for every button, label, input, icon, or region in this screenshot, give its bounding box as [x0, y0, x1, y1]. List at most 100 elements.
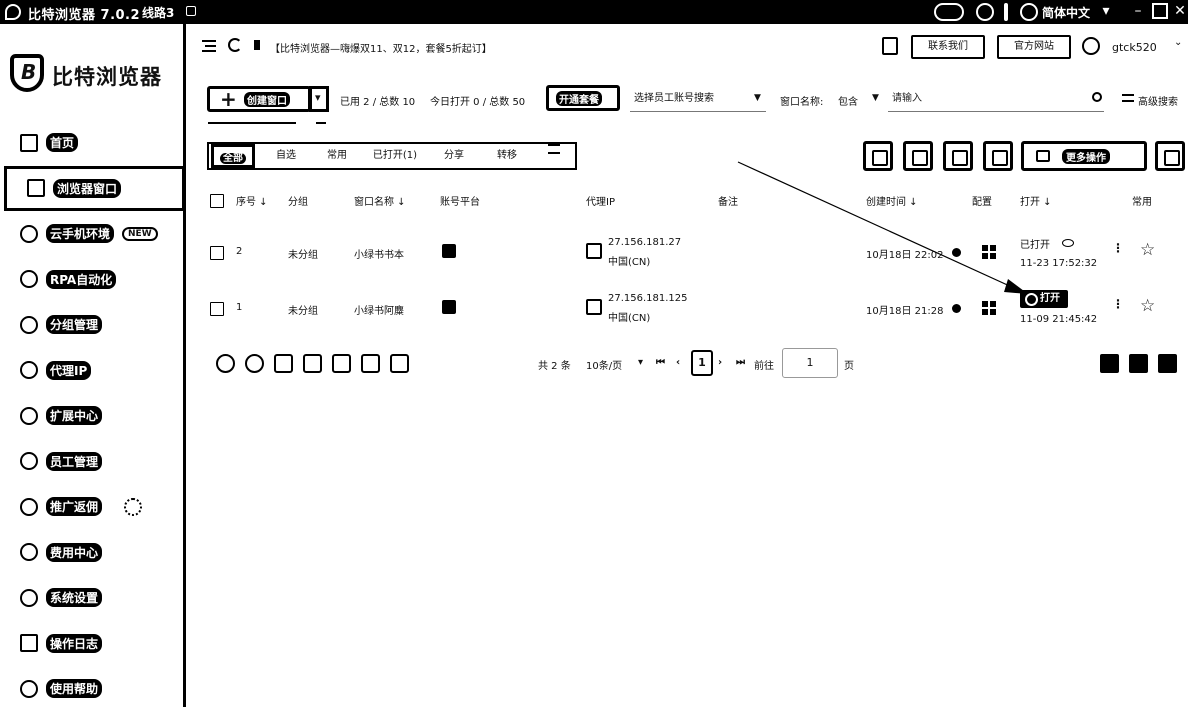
page-size-caret-icon[interactable]: ▾: [638, 357, 644, 368]
employee-search-select[interactable]: 选择员工账号搜索: [630, 86, 766, 112]
refresh-icon[interactable]: [228, 38, 242, 52]
divider: [208, 122, 296, 124]
arrange-windows-icon[interactable]: [943, 141, 973, 171]
select-all-checkbox[interactable]: [210, 194, 224, 208]
language-dropdown-icon[interactable]: ▾: [1102, 3, 1110, 19]
col-open[interactable]: 打开 ↓: [1020, 197, 1052, 208]
batch-open-icon[interactable]: [216, 354, 235, 373]
clipboard-icon[interactable]: [882, 37, 898, 55]
platform-link-icon[interactable]: [442, 244, 456, 258]
sidebar-item-promotion[interactable]: 推广返佣: [0, 484, 183, 530]
col-window-name[interactable]: 窗口名称 ↓: [354, 197, 406, 208]
more-operations-label: 更多操作: [1062, 149, 1110, 164]
username[interactable]: gtck520: [1112, 41, 1157, 54]
eye-icon[interactable]: [1062, 239, 1074, 247]
sidebar-item-staff[interactable]: 员工管理: [0, 439, 183, 485]
proxy-icon: [20, 361, 38, 380]
sidebar-item-billing[interactable]: 费用中心: [0, 530, 183, 576]
announcement-text[interactable]: 【比特浏览器—嗨爆双11、双12，套餐5折起订】: [270, 44, 492, 55]
divider-icon: [1004, 3, 1008, 21]
batch-delete-icon[interactable]: [390, 354, 409, 373]
col-seq[interactable]: 序号 ↓: [236, 197, 268, 208]
row-window-name[interactable]: 小绿书书本: [354, 250, 404, 261]
employee-select-caret-icon[interactable]: ▼: [754, 93, 761, 103]
star-icon[interactable]: ☆: [1140, 296, 1156, 316]
delete-icon[interactable]: [983, 141, 1013, 171]
batch-export-button[interactable]: [863, 141, 893, 171]
close-icon[interactable]: ✕: [1174, 3, 1186, 19]
collapse-menu-icon[interactable]: [202, 40, 216, 52]
sidebar-item-groups[interactable]: 分组管理: [0, 302, 183, 348]
search-icon[interactable]: [1092, 92, 1102, 102]
user-menu-chevron-icon[interactable]: ⌄: [1174, 37, 1183, 48]
tab-all[interactable]: 全部: [211, 144, 255, 168]
user-avatar-icon[interactable]: [1082, 37, 1100, 55]
current-page[interactable]: 1: [691, 350, 713, 376]
minimize-icon[interactable]: –: [1134, 3, 1142, 19]
next-page-icon[interactable]: ›: [718, 357, 723, 368]
fullscreen-icon[interactable]: [1158, 354, 1177, 373]
open-window-button[interactable]: 打开: [1020, 290, 1068, 308]
tab-common[interactable]: 常用: [327, 150, 347, 161]
prev-page-icon[interactable]: ‹: [676, 357, 681, 368]
row-more-icon[interactable]: ⋮: [1112, 241, 1124, 255]
star-icon[interactable]: ☆: [1140, 240, 1156, 260]
maximize-icon[interactable]: [1152, 3, 1168, 19]
plus-icon: +: [220, 87, 237, 111]
sidebar-item-home[interactable]: 首页: [0, 120, 183, 166]
tab-shared[interactable]: 分享: [444, 150, 464, 161]
sidebar-item-help[interactable]: 使用帮助: [0, 666, 183, 707]
first-page-icon[interactable]: ⏮: [656, 357, 665, 368]
share-icon[interactable]: [903, 141, 933, 171]
language-selector[interactable]: 简体中文: [1042, 6, 1091, 20]
tab-custom[interactable]: 自选: [276, 150, 296, 161]
platform-link-icon[interactable]: [442, 300, 456, 314]
create-window-button[interactable]: + 创建窗口: [207, 86, 311, 112]
page-size-select[interactable]: 10条/页: [586, 361, 623, 372]
promo-icon: [20, 497, 38, 516]
sidebar-item-cloud-phone[interactable]: 云手机环境 NEW: [0, 211, 183, 257]
last-page-icon[interactable]: ⏭: [736, 357, 745, 368]
website-button[interactable]: 官方网站: [997, 35, 1071, 59]
advanced-search-link[interactable]: 高级搜索: [1138, 97, 1178, 108]
sidebar-item-browser-windows[interactable]: 浏览器窗口: [4, 165, 185, 211]
name-mode-caret-icon[interactable]: ▼: [872, 93, 879, 103]
window-name-input[interactable]: 请输入: [888, 86, 1104, 112]
batch-close-icon[interactable]: [245, 354, 264, 373]
contact-button[interactable]: 联系我们: [911, 35, 985, 59]
row-more-icon[interactable]: ⋮: [1112, 297, 1124, 311]
gamepad-icon[interactable]: [934, 3, 964, 21]
globe-icon[interactable]: [1020, 3, 1038, 21]
batch-clear-icon[interactable]: [274, 354, 293, 373]
sidebar-item-logs[interactable]: 操作日志: [0, 621, 183, 667]
window-name-mode-select[interactable]: 包含: [838, 97, 858, 108]
collapse-all-icon[interactable]: [1129, 354, 1148, 373]
goto-page-input[interactable]: 1: [782, 348, 838, 378]
support-icon[interactable]: [976, 3, 994, 21]
refresh-list-icon[interactable]: [1155, 141, 1185, 171]
tab-opened[interactable]: 已打开(1): [372, 150, 418, 161]
filter-icon[interactable]: [1122, 94, 1134, 102]
more-operations-button[interactable]: 更多操作: [1021, 141, 1147, 171]
expand-all-icon[interactable]: [1100, 354, 1119, 373]
tab-sort[interactable]: [539, 144, 569, 168]
sidebar-item-settings[interactable]: 系统设置: [0, 575, 183, 621]
info-icon[interactable]: [952, 304, 961, 313]
col-created[interactable]: 创建时间 ↓: [866, 197, 918, 208]
sidebar-item-extensions[interactable]: 扩展中心: [0, 393, 183, 439]
tab-transferred[interactable]: 转移: [497, 150, 517, 161]
sidebar-item-proxy[interactable]: 代理IP: [0, 348, 183, 394]
create-window-dropdown[interactable]: [309, 86, 329, 112]
row-window-name[interactable]: 小绿书阿麋: [354, 306, 404, 317]
sidebar-item-rpa[interactable]: RPA自动化: [0, 257, 183, 303]
batch-window-icon[interactable]: [332, 354, 351, 373]
row-group: 未分组: [288, 250, 318, 261]
row-checkbox[interactable]: [210, 302, 224, 316]
info-icon[interactable]: [952, 248, 961, 257]
line-selector[interactable]: 线路3: [142, 6, 175, 20]
line-dropdown-icon[interactable]: [186, 6, 196, 16]
batch-group-icon[interactable]: [303, 354, 322, 373]
row-checkbox[interactable]: [210, 246, 224, 260]
open-package-button[interactable]: 开通套餐: [546, 85, 620, 111]
batch-trash-icon[interactable]: [361, 354, 380, 373]
